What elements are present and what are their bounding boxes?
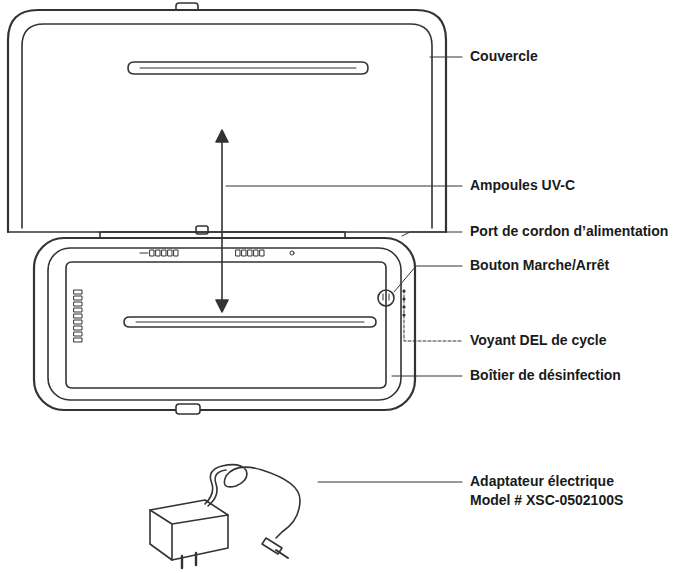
base bbox=[34, 238, 415, 414]
leader-lines bbox=[226, 57, 462, 482]
base-tab bbox=[176, 404, 200, 414]
lid-edge bbox=[8, 231, 446, 233]
contact-pad bbox=[236, 250, 240, 256]
contact-pad bbox=[254, 250, 258, 256]
contact-pad bbox=[162, 250, 166, 256]
bulb-tube bbox=[140, 68, 356, 69]
contact-pad bbox=[174, 250, 178, 256]
part-label: Couvercle bbox=[470, 47, 538, 66]
part-label: Voyant DEL de cycle bbox=[470, 331, 606, 350]
contact-pad bbox=[74, 326, 82, 330]
contact-pad bbox=[260, 250, 264, 256]
contact-pad bbox=[248, 250, 252, 256]
base-outer bbox=[34, 238, 415, 410]
contact-pad bbox=[74, 338, 82, 342]
lid-outer bbox=[8, 10, 446, 232]
part-label: Boîtier de désinfection bbox=[470, 366, 621, 385]
contact-pad bbox=[74, 314, 82, 318]
contact-pad bbox=[242, 250, 246, 256]
contact-rows bbox=[74, 250, 294, 342]
contact-pad bbox=[74, 308, 82, 312]
part-label: Adaptateur électrique Model # XSC-050210… bbox=[470, 472, 648, 510]
lid-inner bbox=[22, 24, 432, 228]
contact-pad bbox=[168, 250, 172, 256]
uv-bulb-base bbox=[124, 317, 376, 327]
power-adapter bbox=[150, 465, 300, 568]
power-button bbox=[378, 290, 394, 306]
contact-pad bbox=[74, 290, 82, 294]
contact-pad bbox=[156, 250, 160, 256]
double-arrow bbox=[216, 130, 228, 312]
contact-pad bbox=[74, 332, 82, 336]
bulb-tube bbox=[136, 322, 364, 323]
part-label: Port de cordon d’alimentation bbox=[470, 222, 668, 241]
disinfection-tray bbox=[66, 262, 386, 388]
lid bbox=[8, 3, 446, 244]
contact-pad bbox=[150, 250, 154, 256]
part-label: Ampoules UV-C bbox=[470, 176, 575, 195]
power-symbol bbox=[383, 294, 389, 300]
base-rim bbox=[48, 248, 401, 400]
part-label: Bouton Marche/Arrêt bbox=[470, 256, 609, 275]
contact-pad bbox=[74, 302, 82, 306]
uv-bulb-lid bbox=[128, 62, 368, 74]
contact-pad bbox=[74, 296, 82, 300]
contact-pad bbox=[74, 320, 82, 324]
